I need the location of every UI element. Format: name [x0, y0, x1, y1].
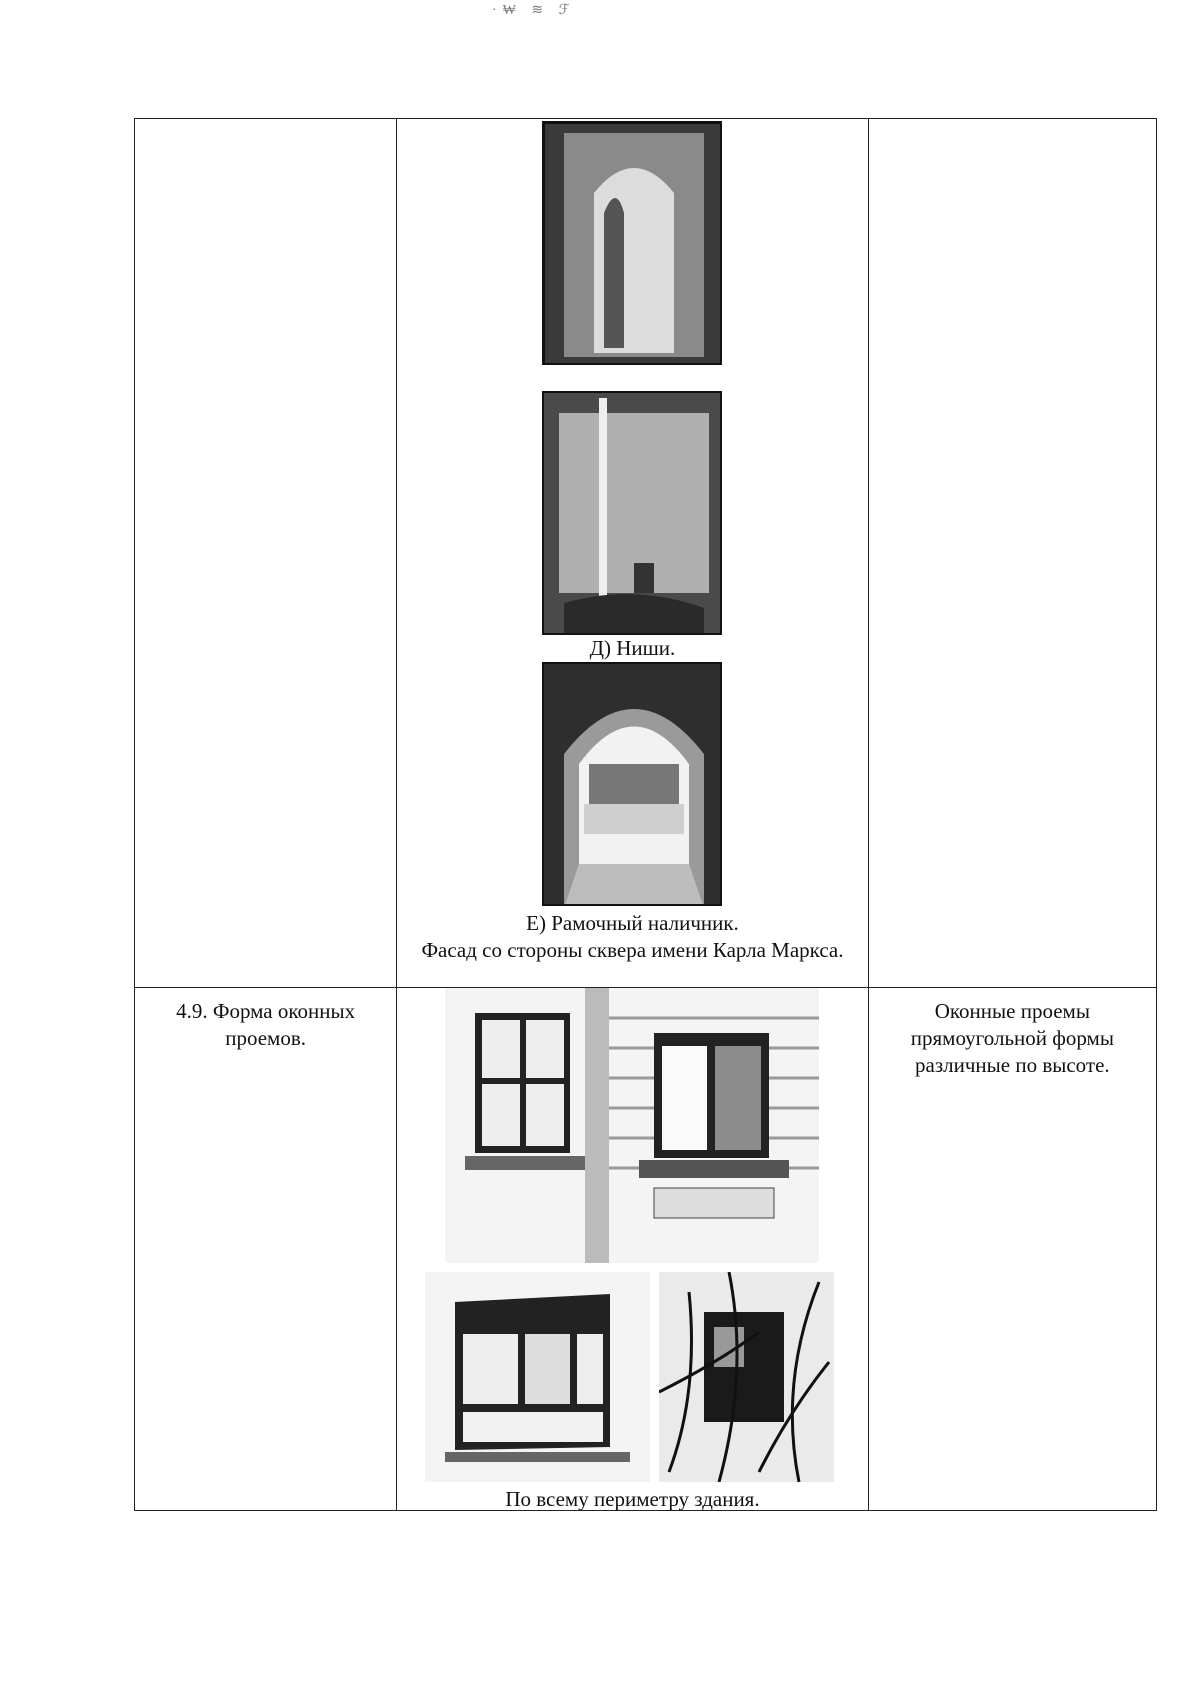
cell-illustrations: По всему периметру здания.: [396, 987, 869, 1511]
caption-facade: Фасад со стороны сквера имени Карла Марк…: [421, 938, 844, 962]
niche-photo-2: [542, 391, 723, 635]
description-text: Оконные проемы прямоугольной формы разли…: [910, 999, 1114, 1077]
niche-photo-1: [542, 121, 723, 365]
frame-casing-photo: [542, 662, 723, 906]
cell-attribute: [133, 118, 398, 988]
window-photo-4: [659, 1272, 835, 1482]
caption-perimeter: По всему периметру здания.: [505, 1487, 760, 1511]
cell-description: [867, 118, 1158, 988]
window-photo-1: [445, 988, 611, 1263]
cell-illustrations: Д) Ниши. Е) Рамочный наличник. Фасад со …: [396, 118, 869, 988]
caption-frame-casing: Е) Рамочный наличник.: [526, 911, 739, 935]
caption-niches: Д) Ниши.: [589, 636, 676, 660]
attributes-table: Д) Ниши. Е) Рамочный наличник. Фасад со …: [133, 118, 1158, 1511]
window-photo-3: [425, 1272, 651, 1482]
attribute-label: 4.9. Форма оконных проемов.: [176, 999, 356, 1050]
window-photo-2: [609, 988, 820, 1263]
table-row: 4.9. Форма оконных проемов.: [133, 987, 1158, 1511]
cell-attribute: 4.9. Форма оконных проемов.: [133, 987, 398, 1511]
cell-description: Оконные проемы прямоугольной формы разли…: [867, 987, 1158, 1511]
scan-noise: ·₩ ≋ ℱ: [492, 3, 576, 18]
table-row: Д) Ниши. Е) Рамочный наличник. Фасад со …: [133, 118, 1158, 988]
